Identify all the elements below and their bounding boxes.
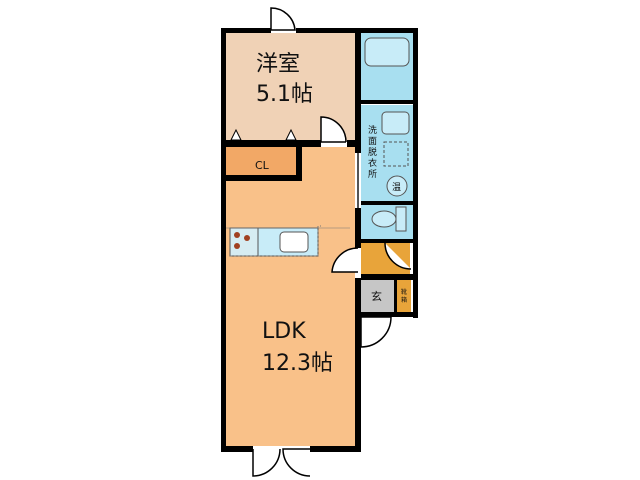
washroom-label-3: 脱 — [368, 146, 377, 158]
washing-machine-icon — [383, 141, 409, 167]
closet-label: CL — [255, 159, 270, 172]
washroom-label-5: 所 — [368, 169, 377, 180]
closet-door-markers — [230, 128, 297, 141]
door-swing-icon — [252, 7, 412, 477]
bathtub-icon — [364, 37, 410, 67]
closet-area — [226, 147, 301, 178]
washroom-label-4: 衣 — [368, 157, 377, 169]
burner-marks — [234, 232, 250, 249]
kitchen-outline — [230, 225, 321, 257]
shoe-box-label-2: 箱 — [401, 296, 407, 304]
western-room-size: 5.1帖 — [256, 82, 313, 107]
western-room-name: 洋室 — [256, 52, 300, 77]
genkan-area — [361, 280, 394, 312]
ldk-name: LDK — [262, 319, 306, 344]
water-heater-label: 温 — [392, 182, 401, 193]
genkan-label: 玄 — [371, 289, 382, 303]
washbasin-icon — [381, 111, 410, 135]
washroom-label-1: 洗 — [368, 124, 377, 136]
kitchen-sink-icon — [279, 231, 309, 253]
ldk-area — [226, 147, 355, 446]
shoe-box-area — [397, 280, 411, 312]
water-heater-icon — [386, 175, 408, 197]
ldk-size: 12.3帖 — [262, 351, 333, 376]
walls — [221, 28, 418, 452]
shoe-box-label-1: 靴 — [401, 288, 407, 296]
washroom-label-2: 面 — [368, 136, 377, 147]
kitchen-stove-icon — [229, 227, 259, 257]
toilet-icon — [371, 206, 407, 232]
